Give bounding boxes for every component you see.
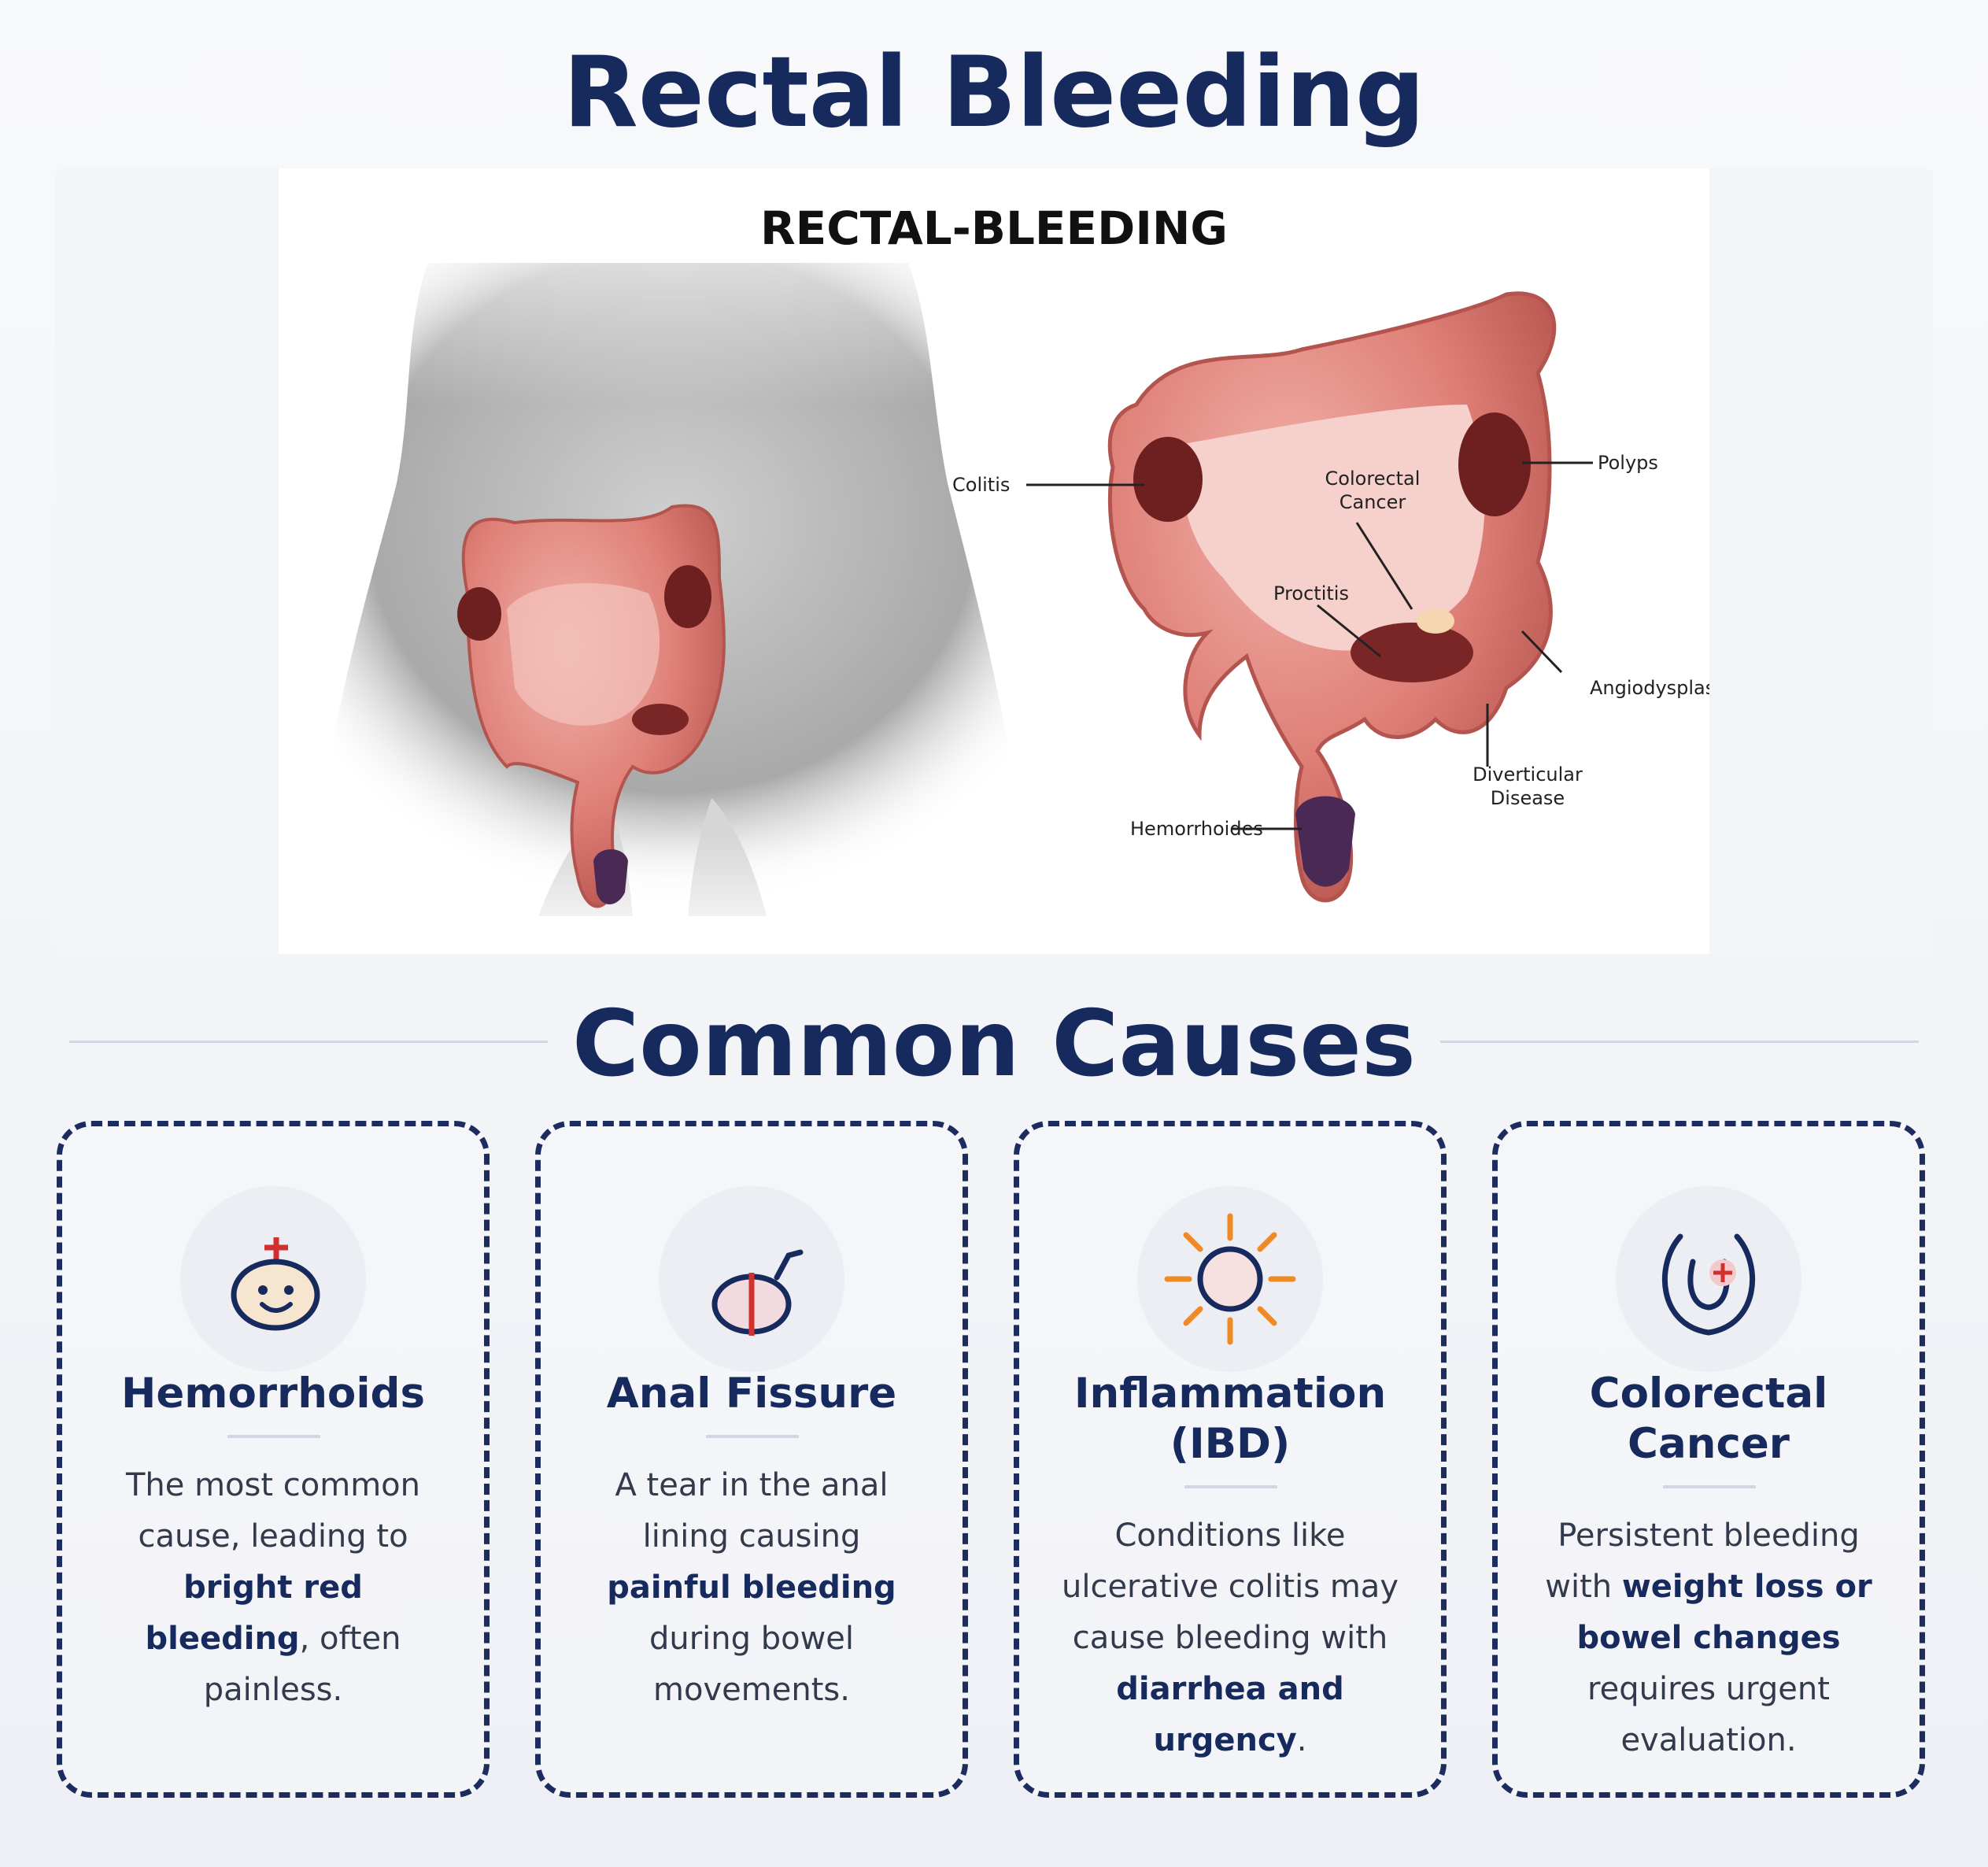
colon-anatomy-illustration: RECTAL-BLEEDING Colitis Colorectal Cance… (279, 168, 1709, 954)
label-polyps: Polyps (1598, 452, 1658, 474)
divider-right (1440, 1041, 1919, 1043)
card-title: Colorectal Cancer (1589, 1370, 1828, 1468)
card-description: Persistent bleeding with weight loss or … (1545, 1518, 1872, 1758)
card-description: The most common cause, leading to bright… (125, 1467, 420, 1708)
card-divider (227, 1435, 320, 1438)
divider-left (69, 1041, 548, 1043)
label-proctitis: Proctitis (1273, 582, 1349, 604)
section-title: Common Causes (572, 991, 1416, 1097)
card-description: Conditions like ulcerative colitis may c… (1061, 1518, 1399, 1758)
label-colorectal-cancer-2: Cancer (1339, 491, 1406, 513)
large-colon-diagram (1107, 291, 1557, 903)
card-title: Anal Fissure (606, 1370, 897, 1418)
illustration-panel: RECTAL-BLEEDING Colitis Colorectal Cance… (55, 168, 1933, 954)
card-divider (1184, 1485, 1277, 1488)
common-causes-header: Common Causes (0, 993, 1988, 1102)
icon-badge (180, 1186, 366, 1372)
icon-badge (659, 1186, 844, 1372)
inflammation-sun-icon (1164, 1213, 1296, 1345)
card-title: Hemorrhoids (120, 1370, 425, 1418)
anal-fissure-icon (711, 1249, 804, 1336)
page-title: Rectal Bleeding (563, 36, 1425, 150)
colorectal-cancer-icon (1662, 1233, 1755, 1336)
card-description: A tear in the anal lining causing painfu… (607, 1467, 896, 1708)
illustration-heading: RECTAL-BLEEDING (760, 201, 1228, 255)
cause-card-inflammation: Inflammation (IBD) Conditions like ulcer… (1014, 1121, 1447, 1798)
label-diverticular-2: Disease (1491, 787, 1565, 809)
icon-badge (1137, 1186, 1323, 1372)
label-colitis: Colitis (952, 474, 1010, 496)
card-title: Inflammation (IBD) (1073, 1370, 1387, 1468)
cause-card-anal-fissure: Anal Fissure A tear in the anal lining c… (535, 1121, 968, 1798)
cause-card-hemorrhoids: Hemorrhoids The most common cause, leadi… (57, 1121, 490, 1798)
label-pointers (1026, 461, 1593, 830)
icon-badge (1616, 1186, 1801, 1372)
hemorrhoid-face-icon (231, 1237, 320, 1331)
card-divider (706, 1435, 799, 1438)
label-angiodysplasia: Angiodysplasia (1590, 677, 1709, 699)
card-divider (1663, 1485, 1756, 1488)
small-colon (457, 504, 726, 908)
label-hemorrhoides: Hemorrhoides (1130, 818, 1263, 840)
cause-card-colorectal-cancer: Colorectal Cancer Persistent bleeding wi… (1492, 1121, 1925, 1798)
label-diverticular-1: Diverticular (1473, 763, 1583, 786)
label-colorectal-cancer-1: Colorectal (1325, 468, 1421, 490)
